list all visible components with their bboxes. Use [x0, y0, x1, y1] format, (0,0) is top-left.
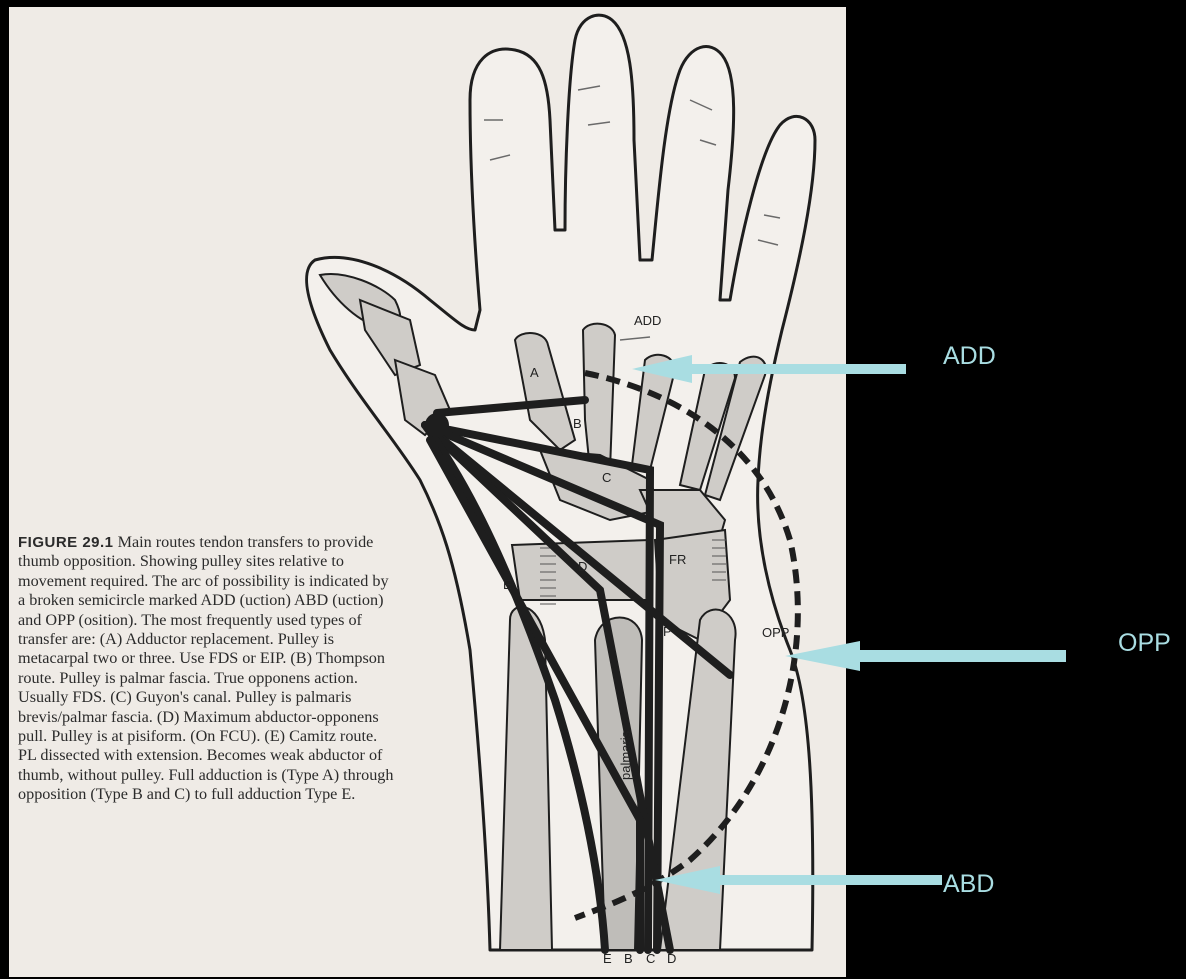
- bottom-label-d: D: [667, 951, 676, 966]
- label-c: C: [602, 470, 611, 485]
- bottom-label-e: E: [603, 951, 612, 966]
- label-opp: OPP: [762, 625, 789, 640]
- thumb-insertion-point: [425, 413, 449, 437]
- arrow-opp: [785, 641, 1066, 671]
- bottom-label-c: C: [646, 951, 655, 966]
- label-p: P: [663, 624, 672, 639]
- label-fr: FR: [669, 552, 686, 567]
- callout-abd: ABD: [943, 870, 994, 899]
- callout-opp: OPP: [1118, 629, 1171, 658]
- figure-number: FIGURE 29.1: [18, 534, 114, 551]
- label-b: B: [573, 416, 582, 431]
- label-palmaris: palmaris: [618, 730, 633, 780]
- callout-add: ADD: [943, 342, 996, 371]
- figure-caption: FIGURE 29.1 Main routes tendon transfers…: [18, 533, 398, 805]
- label-d: D: [578, 559, 587, 574]
- label-add: ADD: [634, 313, 661, 328]
- label-a: A: [530, 365, 539, 380]
- label-e: E: [503, 577, 512, 592]
- caption-text: Main routes tendon transfers to provide …: [18, 533, 394, 803]
- bottom-label-b: B: [624, 951, 633, 966]
